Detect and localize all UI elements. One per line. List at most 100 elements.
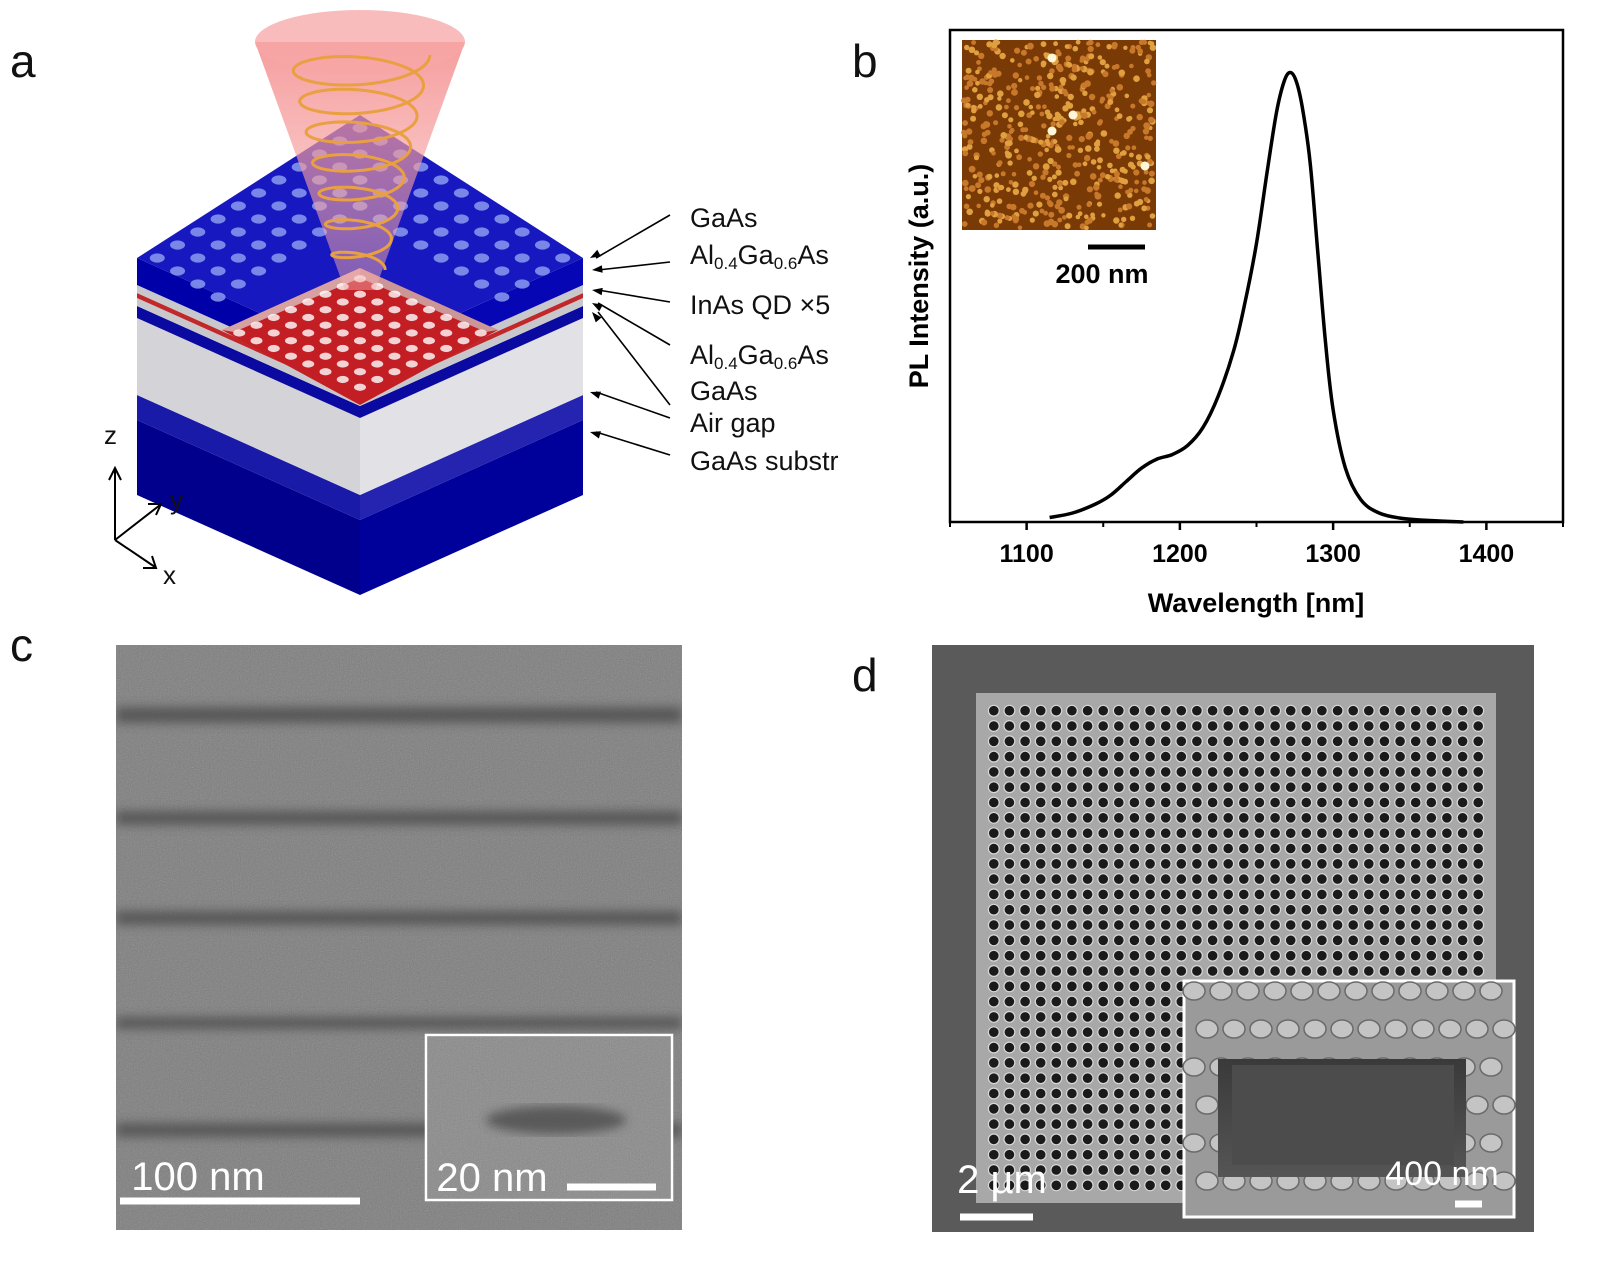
sem-hole: [1222, 719, 1235, 732]
sem-hole: [1175, 735, 1188, 748]
afm-dot: [1054, 146, 1062, 153]
sem-hole: [1019, 1026, 1032, 1039]
afm-dot: [1061, 88, 1068, 95]
sem-hole: [1159, 811, 1172, 824]
sem-hole: [1300, 750, 1313, 763]
pc-hole: [190, 227, 206, 237]
afm-dot: [1030, 136, 1037, 143]
sem-hole: [1003, 827, 1016, 840]
sem-hole: [1019, 919, 1032, 932]
sem-hole: [1362, 934, 1375, 947]
sem-hole: [1315, 888, 1328, 901]
x-tick-label: 1100: [1000, 540, 1054, 568]
sem-hole: [1284, 934, 1297, 947]
sem-hole: [1331, 857, 1344, 870]
sem-hole: [1003, 765, 1016, 778]
sem-hole: [1378, 827, 1391, 840]
sem-hole: [1003, 1148, 1016, 1161]
afm-dot: [1075, 39, 1081, 45]
qd-hole: [285, 321, 297, 329]
sem-hole: [987, 965, 1000, 978]
sem-hole: [1253, 888, 1266, 901]
afm-dot: [1149, 41, 1155, 47]
pc-hole: [170, 266, 186, 276]
afm-dot: [1082, 161, 1088, 167]
sem-hole: [1144, 1118, 1157, 1131]
afm-dot: [1138, 39, 1145, 46]
sem-hole: [1362, 811, 1375, 824]
afm-dot: [983, 80, 989, 86]
pc-hole: [251, 240, 267, 250]
afm-dot: [1065, 61, 1071, 67]
sem-hole: [1112, 919, 1125, 932]
sem-inset-bump: [1276, 1019, 1300, 1039]
afm-dot: [1066, 152, 1072, 159]
sem-hole: [1425, 857, 1438, 870]
pc-hole: [433, 253, 449, 263]
air-gap-right: [360, 318, 583, 495]
sem-hole: [1206, 704, 1219, 717]
x-tick-label: 1400: [1459, 540, 1515, 568]
sem-hole: [1050, 735, 1063, 748]
pc-hole: [271, 253, 287, 263]
sem-hole: [1190, 919, 1203, 932]
label-arrow: [590, 431, 671, 456]
afm-dot: [1123, 45, 1128, 50]
sem-hole: [1269, 842, 1282, 855]
sem-hole: [1331, 903, 1344, 916]
sem-hole: [1019, 1041, 1032, 1054]
sem-hole: [1159, 1118, 1172, 1131]
sem-hole: [1300, 903, 1313, 916]
sem-hole: [1144, 750, 1157, 763]
afm-dot: [987, 94, 994, 101]
sem-hole: [1456, 857, 1469, 870]
afm-dot: [977, 188, 983, 194]
sem-hole: [1003, 934, 1016, 947]
sem-inset-bump: [1290, 981, 1314, 1001]
sem-hole: [1159, 903, 1172, 916]
sem-inset-bump: [1195, 1095, 1219, 1115]
sem-hole: [1003, 1072, 1016, 1085]
sem-hole: [1034, 1087, 1047, 1100]
afm-dot: [1081, 112, 1088, 119]
pc-hole: [251, 214, 267, 224]
sem-hole: [1159, 1056, 1172, 1069]
afm-dot: [1070, 178, 1077, 186]
afm-dot: [984, 209, 990, 215]
sem-hole: [1425, 750, 1438, 763]
sem-hole: [1034, 1072, 1047, 1085]
afm-dot: [1046, 112, 1053, 120]
afm-dot: [1131, 145, 1137, 150]
sem-hole: [1456, 719, 1469, 732]
sem-hole: [1331, 719, 1344, 732]
sem-hole: [1222, 842, 1235, 855]
sem-hole: [1472, 704, 1485, 717]
sem-hole: [1081, 842, 1094, 855]
sem-hole: [1222, 857, 1235, 870]
sem-hole: [1222, 735, 1235, 748]
layer-label-top-gaas: GaAs: [690, 203, 758, 233]
afm-dot: [1121, 150, 1127, 156]
pc-hole: [271, 227, 287, 237]
qd-hole: [388, 321, 401, 329]
sem-hole: [1472, 842, 1485, 855]
afm-dot: [986, 173, 993, 180]
sem-hole: [1409, 719, 1422, 732]
sem-hole: [1331, 704, 1344, 717]
sem-hole: [1112, 1118, 1125, 1131]
sem-hole: [1081, 995, 1094, 1008]
sem-hole: [1425, 842, 1438, 855]
sem-hole: [1190, 934, 1203, 947]
sem-hole: [1112, 1056, 1125, 1069]
sem-hole: [1097, 873, 1110, 886]
sem-hole: [1003, 857, 1016, 870]
qd-hole: [388, 352, 401, 360]
sem-hole: [1097, 796, 1110, 809]
sem-hole: [1112, 1072, 1125, 1085]
afm-dot: [1094, 146, 1100, 152]
sem-hole: [1456, 873, 1469, 886]
sem-hole: [1222, 796, 1235, 809]
sem-hole: [1065, 1056, 1078, 1069]
afm-dot: [1064, 223, 1071, 230]
sem-hole: [1472, 765, 1485, 778]
